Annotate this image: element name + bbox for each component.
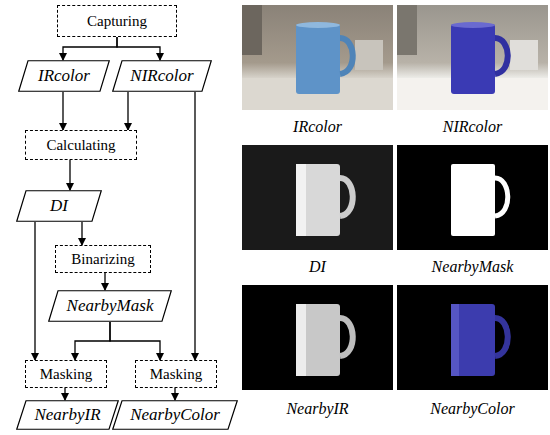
flow-arrow: [64, 388, 65, 400]
calculate-step: Calculating: [25, 130, 137, 160]
node-label: Capturing: [87, 13, 147, 30]
nearbymask-photo: [397, 145, 548, 250]
image-caption: NIRcolor: [397, 118, 548, 136]
image-caption: IRcolor: [242, 118, 393, 136]
ircolor-photo: [242, 5, 393, 110]
image-caption: NearbyIR: [242, 400, 393, 418]
flow-arrow: [194, 92, 195, 360]
parallelogram-shape: [113, 61, 212, 92]
binarize-step: Binarizing: [55, 245, 151, 273]
node-label: Masking: [40, 366, 93, 383]
output-data: NearbyIR: [16, 400, 119, 430]
mask-step: Masking: [25, 360, 107, 388]
mask-data: NearbyMask: [48, 290, 172, 322]
parallelogram-shape: [113, 401, 238, 430]
flow-arrow: [62, 92, 63, 130]
data-item: DI: [16, 190, 102, 222]
flow-arrow: [81, 222, 82, 245]
flow-arrow: [34, 222, 35, 360]
image-caption: DI: [242, 258, 393, 276]
flow-arrow: [127, 92, 128, 130]
parallelogram-shape: [19, 61, 110, 92]
mask-step: Masking: [135, 360, 217, 388]
output-data: NearbyColor: [112, 400, 238, 430]
node-label: NearbyColor: [130, 406, 220, 425]
flow-arrow: [117, 37, 160, 60]
flow-arrow: [110, 322, 160, 360]
parallelogram-shape: [49, 291, 172, 322]
nircolor-photo: [397, 5, 548, 110]
node-label: NIRcolor: [130, 67, 193, 86]
flow-arrow: [63, 37, 117, 60]
flow-arrow: [69, 160, 70, 190]
node-label: NearbyMask: [67, 297, 154, 316]
image-caption: NearbyMask: [397, 258, 548, 276]
flow-arrow: [174, 388, 175, 400]
image-caption: NearbyColor: [397, 400, 548, 418]
capture-step: Capturing: [57, 5, 177, 37]
input-data: NIRcolor: [112, 60, 212, 92]
nearbycolor-photo: [397, 285, 548, 390]
parallelogram-shape: [17, 191, 102, 222]
flow-arrow: [75, 322, 110, 360]
node-label: IRcolor: [38, 67, 90, 86]
nearbyir-photo: [242, 285, 393, 390]
node-label: NearbyIR: [34, 406, 100, 425]
node-label: DI: [50, 197, 68, 216]
node-label: Calculating: [46, 137, 115, 154]
flow-arrow: [104, 273, 105, 290]
di-photo: [242, 145, 393, 250]
parallelogram-shape: [17, 401, 119, 430]
node-label: Masking: [150, 366, 203, 383]
node-label: Binarizing: [71, 251, 134, 268]
input-data: IRcolor: [18, 60, 110, 92]
